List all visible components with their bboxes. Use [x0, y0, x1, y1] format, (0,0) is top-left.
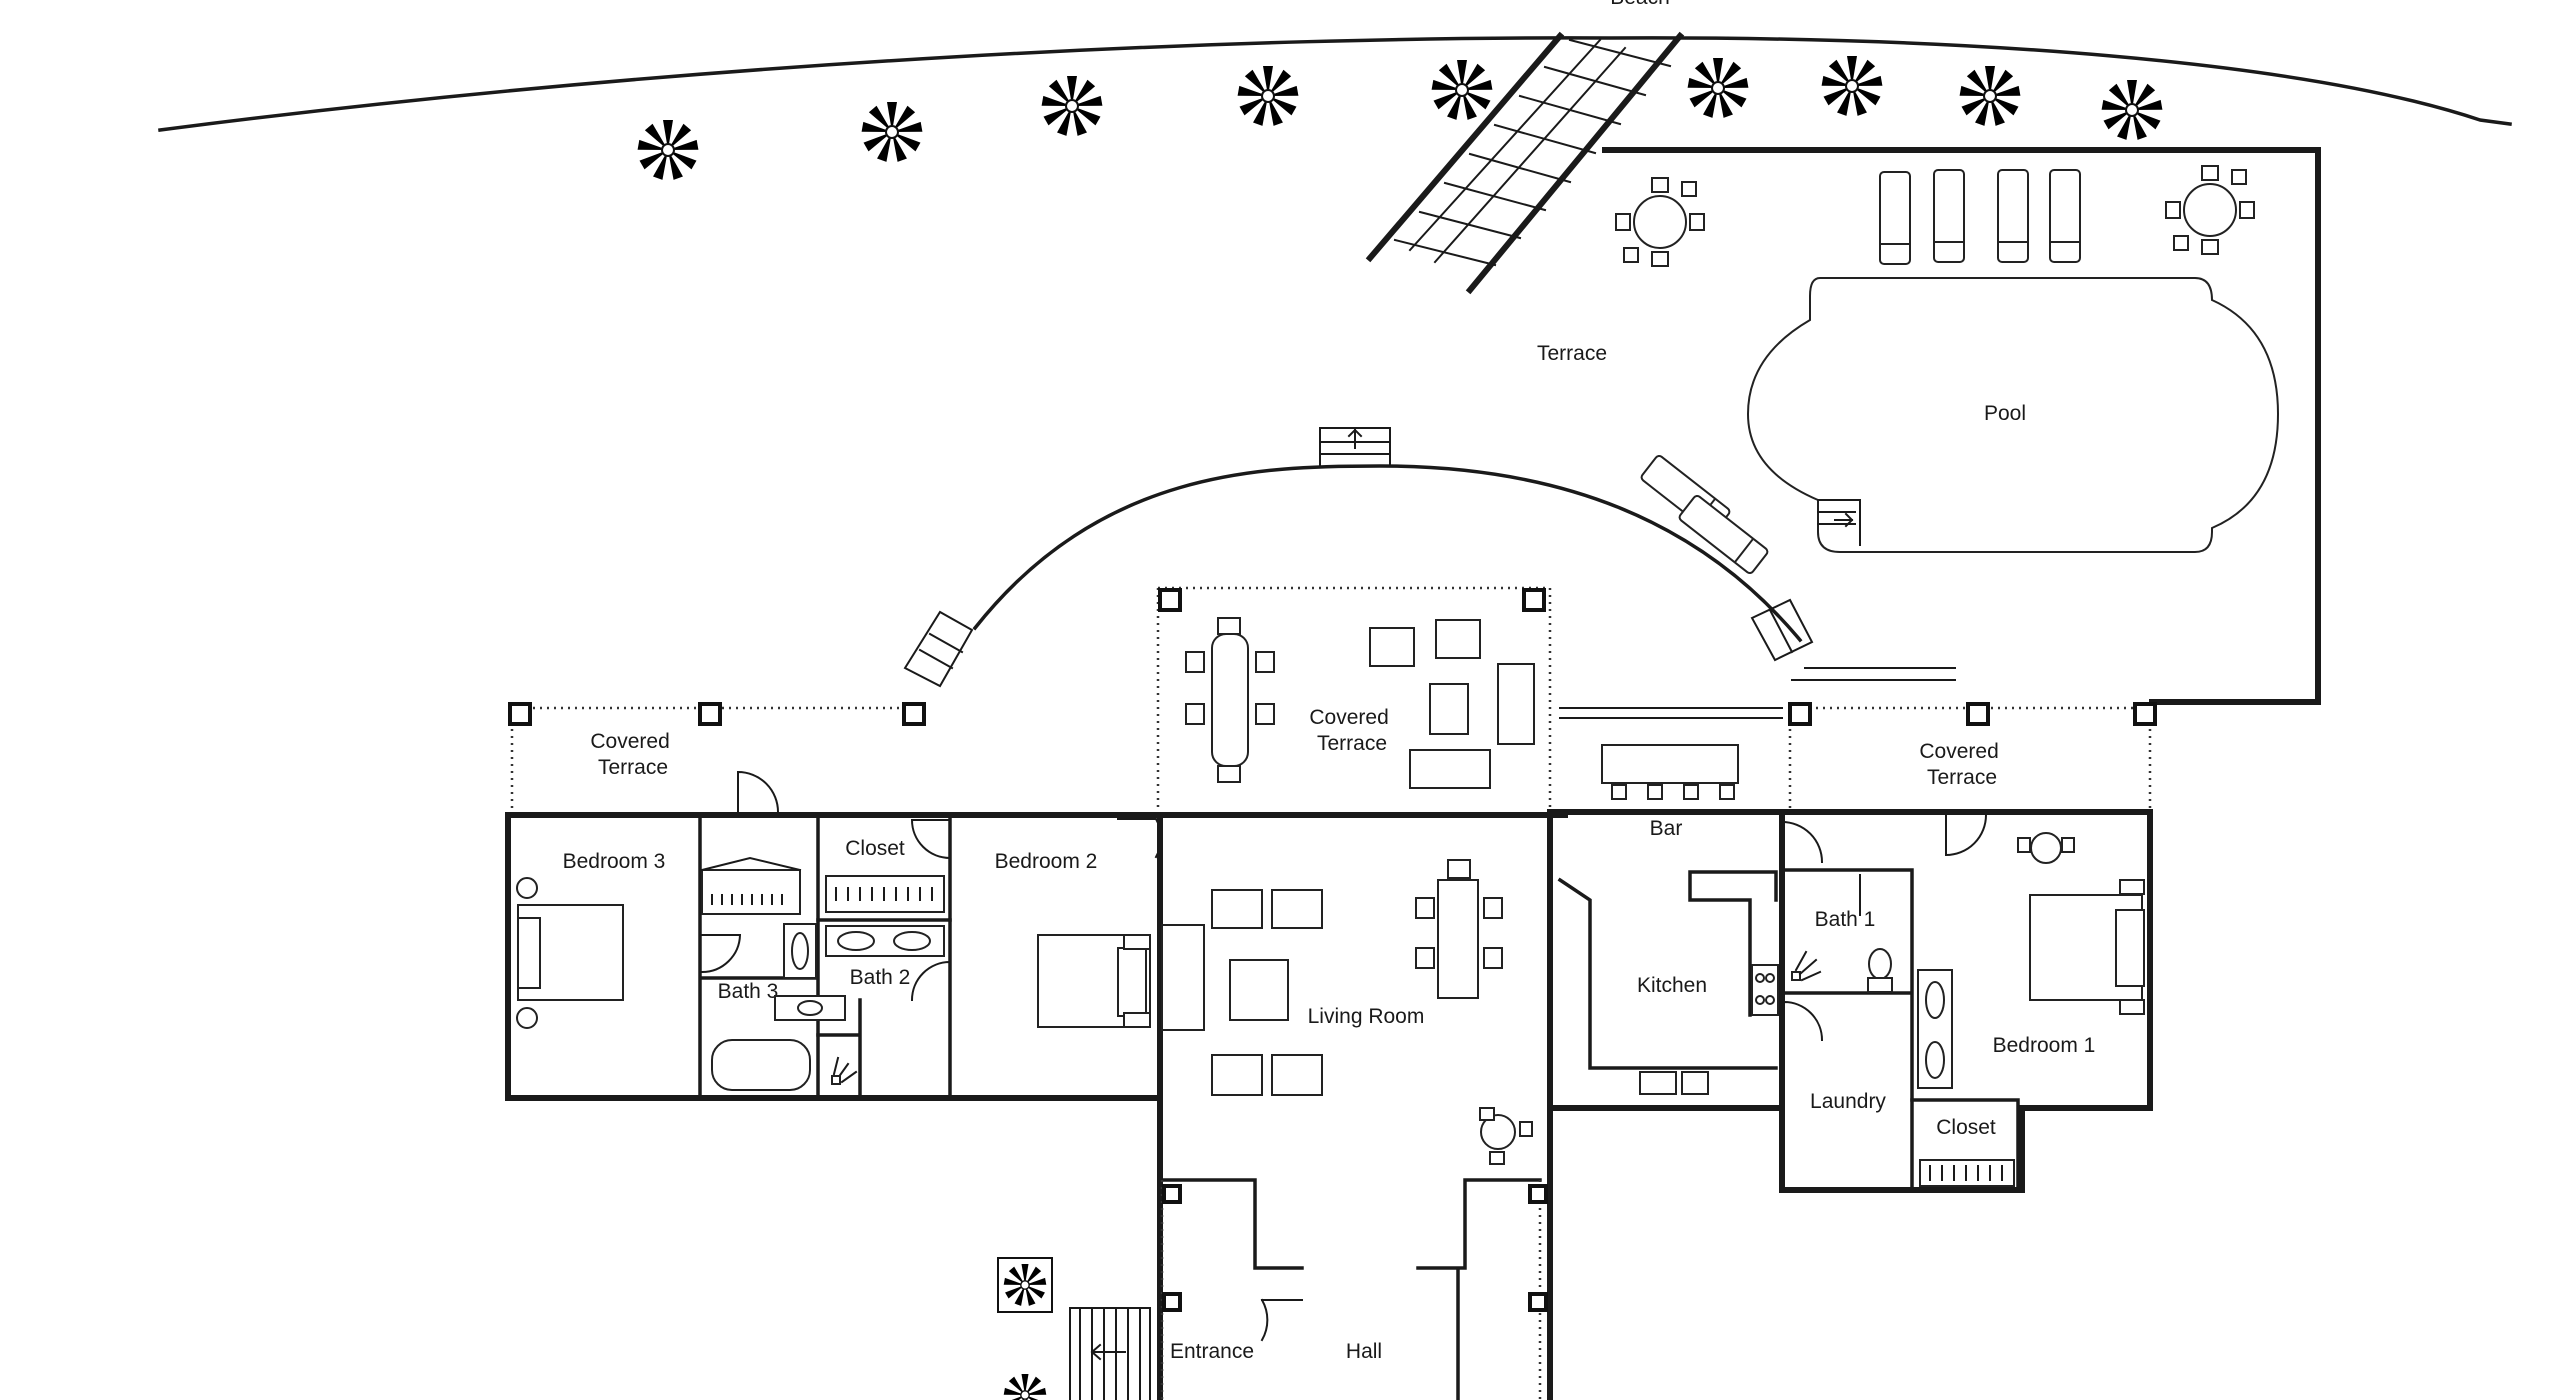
- laundry-label: Laundry: [1810, 1090, 1886, 1113]
- door-icon[interactable]: [737, 770, 780, 814]
- sink: [774, 923, 945, 1021]
- shower-icon: [1791, 950, 1822, 982]
- palm-tree-icon: [1040, 75, 1104, 137]
- bath3-label: Bath 3: [718, 980, 779, 1003]
- beach-stairs[interactable]: [1365, 31, 1685, 295]
- closet-left-label: Closet: [845, 837, 905, 860]
- terrace-outline: [1602, 147, 2321, 705]
- wardrobe: [700, 856, 802, 915]
- covered-terrace-center-label: Covered Terrace: [1309, 706, 1394, 755]
- house-walls: [505, 809, 2153, 1400]
- stairs-icon[interactable]: [1750, 598, 1956, 681]
- palm-tree-icon: [860, 101, 924, 163]
- door-icon[interactable]: [1781, 820, 1861, 916]
- stairs-icon[interactable]: [1319, 427, 1391, 467]
- door-icon[interactable]: [1117, 818, 1163, 859]
- palm-tree-icon: [1686, 57, 1750, 119]
- entrance-label: Entrance: [1170, 1340, 1254, 1363]
- door-icon[interactable]: [700, 934, 742, 974]
- living-room-label: Living Room: [1308, 1005, 1425, 1028]
- shoreline: [158, 36, 2512, 132]
- sofa-icon: [1369, 619, 1535, 789]
- palm-tree-icon: [1820, 55, 1884, 117]
- arc-terrace-wall: [972, 464, 1803, 643]
- pool-label: Pool: [1984, 402, 2026, 425]
- door-icon[interactable]: [910, 819, 952, 860]
- bed-icon: [2029, 879, 2145, 1015]
- closet-right-label: Closet: [1936, 1116, 1996, 1139]
- door-icon[interactable]: [910, 960, 951, 1002]
- sofa-icon: [1161, 889, 1323, 1096]
- sun-lounger-icon: [1997, 169, 2029, 263]
- sink: [1917, 969, 1953, 1089]
- round-table-icon: [2017, 832, 2075, 864]
- palm-tree-icon: [997, 1257, 1053, 1313]
- beach-label: Beach: [1610, 0, 1670, 9]
- round-table-icon: [2165, 165, 2255, 255]
- palm-tree-icon: [1958, 65, 2022, 127]
- pool-steps[interactable]: [1817, 499, 1861, 546]
- palm-tree-icon: [2100, 79, 2164, 141]
- covered-terrace-left-label: Covered Terrace: [590, 730, 675, 779]
- terrace-label: Terrace: [1537, 342, 1607, 365]
- palm-tree-icon: [1236, 65, 1300, 127]
- shower-icon: [831, 1056, 858, 1085]
- stove-icon: [1751, 964, 1779, 1016]
- dining-table: [1415, 859, 1503, 999]
- kitchen-label: Kitchen: [1637, 974, 1707, 997]
- door-icon[interactable]: [1783, 1000, 1824, 1042]
- bath1-label: Bath 1: [1815, 908, 1876, 931]
- bath2-label: Bath 2: [850, 966, 911, 989]
- palm-tree-icon: [636, 119, 700, 181]
- wardrobe: [825, 875, 945, 913]
- door-icon[interactable]: [1945, 813, 1988, 857]
- sun-lounger-icon: [2049, 169, 2081, 263]
- bathtub-icon: [711, 1039, 811, 1091]
- bar-counter: [1601, 744, 1739, 800]
- door-icon[interactable]: [1260, 1298, 1303, 1342]
- pool: [1746, 277, 2280, 553]
- round-table-icon: [1479, 1107, 1533, 1165]
- door-icon[interactable]: [1991, 1099, 2019, 1131]
- bedroom2-label: Bedroom 2: [995, 850, 1098, 873]
- bar-label: Bar: [1650, 817, 1683, 840]
- palm-tree-icon: [1430, 59, 1494, 121]
- bed-icon: [1037, 934, 1151, 1028]
- covered-terrace-right-label: Covered Terrace: [1919, 740, 2004, 789]
- stairs-icon[interactable]: [903, 610, 974, 688]
- entrance-walls: [1160, 1178, 1542, 1400]
- dining-table: [1185, 617, 1275, 783]
- hall-label: Hall: [1346, 1340, 1382, 1363]
- bedroom3-label: Bedroom 3: [563, 850, 666, 873]
- sun-lounger-icon: [1879, 171, 1911, 265]
- wardrobe: [1919, 1159, 2015, 1187]
- palm-tree-icon: [1003, 1373, 1047, 1400]
- sun-lounger-icon: [1933, 169, 1965, 263]
- bed-icon: [516, 877, 624, 1029]
- stairs-icon[interactable]: [1069, 1307, 1151, 1400]
- round-table-icon: [1615, 177, 1705, 267]
- kitchen-counter: [1557, 870, 1778, 1070]
- bedroom1-label: Bedroom 1: [1993, 1034, 2096, 1057]
- toilet: [1867, 948, 1893, 993]
